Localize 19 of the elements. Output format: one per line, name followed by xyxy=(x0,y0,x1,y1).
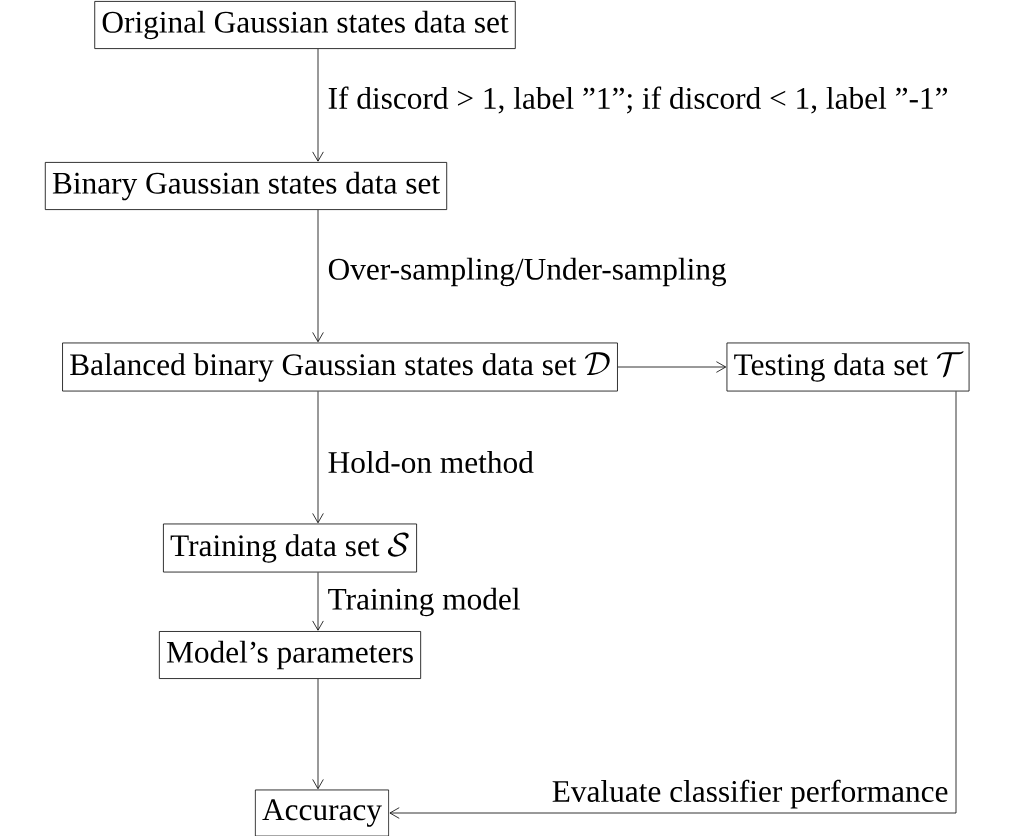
arrow xyxy=(617,361,727,373)
arrow xyxy=(389,391,957,819)
edge-label: Hold-on method xyxy=(326,449,536,475)
arrow xyxy=(312,572,324,631)
process-box: Accuracy xyxy=(254,789,390,836)
arrow xyxy=(312,48,324,162)
process-box: Original Gaussian states data set xyxy=(94,1,516,49)
process-box: Binary Gaussian states data set xyxy=(44,162,448,210)
edge-label: Evaluate classifier performance xyxy=(550,778,950,810)
arrow xyxy=(312,391,324,524)
edge-label: If discord > 1, label ”1”; if discord < 1, label ”-1” xyxy=(326,85,950,115)
edge-label: Over-sampling/Under-sampling xyxy=(326,256,728,288)
edge-label: Training model xyxy=(326,586,522,618)
arrow xyxy=(312,678,324,790)
process-box: Balanced binary Gaussian states data set $\mathcal{D}$ xyxy=(62,342,618,392)
process-box: Model’s parameters xyxy=(158,631,422,679)
arrow xyxy=(312,209,324,343)
process-box: Training data set $\mathcal{S}$ xyxy=(163,523,417,573)
process-box: Testing data set $\mathcal{T}$ xyxy=(726,342,970,392)
